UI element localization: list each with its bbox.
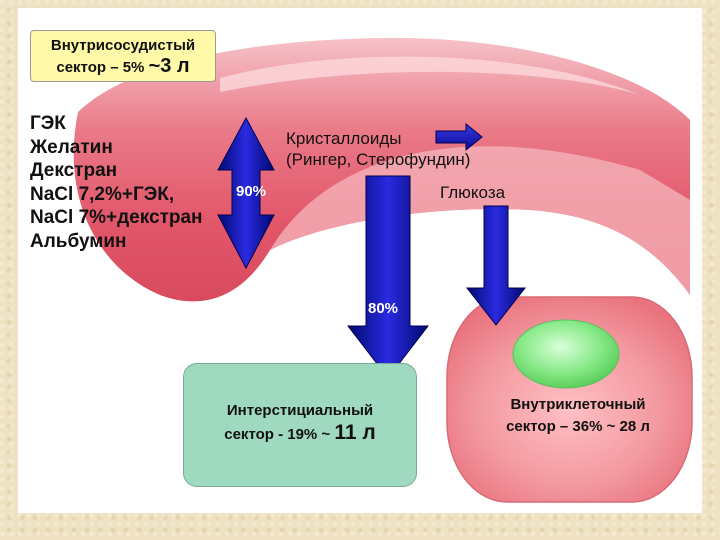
crystalloids-label: Кристаллоиды (Рингер, Стерофундин)	[286, 128, 470, 170]
colloid-item: NaCl 7,2%+ГЭК,	[30, 183, 175, 205]
intracellular-sector-label: Внутриклеточный сектор – 36% ~ 28 л	[478, 394, 678, 438]
colloid-item: Альбумин	[30, 230, 127, 252]
interstitial-percent: сектор - 19% ~	[224, 426, 331, 443]
intracellular-cell	[446, 296, 693, 503]
intravascular-sector-label: Внутрисосудистый сектор – 5% ~3 л	[30, 30, 216, 82]
glucose-down-arrow	[465, 205, 527, 326]
crystalloid-right-arrow	[435, 122, 483, 152]
crystalloids-line2: (Рингер, Стерофундин)	[286, 150, 471, 169]
percent-90-label: 90%	[236, 183, 267, 200]
interstitial-sector-box: Интерстициальный сектор - 19% ~ 11 л	[183, 363, 417, 487]
cell-nucleus	[512, 319, 620, 389]
intravascular-line1: Внутрисосудистый	[50, 37, 196, 54]
down-arrow-80	[346, 175, 430, 379]
interstitial-line2: сектор - 19% ~ 11 л	[184, 422, 416, 446]
glucose-label: Глюкоза	[440, 183, 506, 202]
intravascular-line2: сектор – 5% ~3 л	[31, 56, 215, 78]
intravascular-volume: ~3 л	[148, 55, 190, 77]
interstitial-line1: Интерстициальный	[226, 402, 374, 419]
colloid-list: ГЭК Желатин Декстран NaCl 7,2%+ГЭК, NaCl…	[30, 112, 235, 253]
double-arrow-90	[217, 116, 275, 270]
colloid-item: Декстран	[30, 160, 118, 181]
intracellular-line2: сектор – 36% ~ 28 л	[506, 418, 650, 435]
intracellular-line1: Внутриклеточный	[510, 396, 646, 413]
intravascular-percent: сектор – 5%	[56, 59, 145, 76]
percent-80-label: 80%	[368, 300, 399, 317]
colloid-item: NaCl 7%+декстран	[30, 207, 203, 228]
crystalloids-line1: Кристаллоиды	[286, 129, 402, 148]
vessel-highlight	[220, 56, 640, 95]
colloid-item: ГЭК	[30, 113, 66, 134]
interstitial-volume: 11 л	[334, 421, 376, 444]
colloid-item: Желатин	[30, 136, 113, 158]
